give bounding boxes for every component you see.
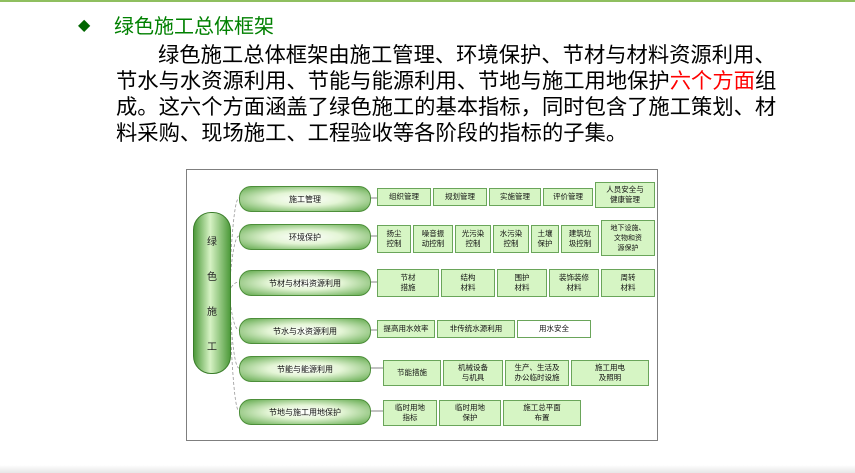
sub-item: 用水安全 [517, 320, 591, 338]
category-node: 节水与水资源利用 [239, 318, 371, 344]
heading-title: 绿色施工总体框架 [114, 13, 274, 38]
sub-item: 规划管理 [433, 188, 487, 206]
sub-item: 组织管理 [377, 188, 431, 206]
paragraph-highlight: 六个方面 [669, 69, 755, 94]
category-node: 环境保护 [239, 224, 371, 250]
sub-item: 扬尘 控制 [377, 225, 411, 253]
sub-item: 提高用水效率 [377, 320, 435, 338]
connector-line [228, 291, 240, 369]
sub-item: 施工用电 及照明 [571, 360, 649, 386]
root-char: 工 [207, 342, 217, 353]
sub-item: 实施管理 [489, 188, 541, 206]
sub-item: 评价管理 [543, 188, 593, 206]
root-char: 色 [207, 272, 217, 283]
connector-line [228, 291, 240, 412]
sub-item: 节材 措施 [377, 269, 439, 297]
category-node: 节材与材料资源利用 [239, 270, 371, 296]
sub-item: 临时用地 保护 [439, 400, 501, 426]
sub-item: 非传统水源利用 [437, 320, 515, 338]
sub-item: 建筑垃 圾控制 [561, 225, 599, 253]
sub-item: 地下设施、 文物和资 源保护 [601, 220, 655, 256]
section-heading: ◆ 绿色施工总体框架 [78, 10, 274, 38]
paragraph-part1: 绿色施工总体框架由施工管理、环境保护、节材与材料资源利用、节水与水资源利用、节能… [116, 43, 776, 94]
sub-item: 围护 材料 [497, 269, 547, 297]
sub-item: 生产、生活及 办公临时设施 [505, 360, 569, 386]
sub-item: 装饰装修 材料 [549, 269, 599, 297]
sub-item: 周转 材料 [601, 269, 655, 297]
root-char: 施 [207, 307, 217, 318]
sub-item: 施工总平面 布置 [503, 400, 581, 426]
intro-paragraph: 绿色施工总体框架由施工管理、环境保护、节材与材料资源利用、节水与水资源利用、节能… [116, 43, 796, 147]
sub-item: 光污染 控制 [455, 225, 491, 253]
sub-item: 噪音振 动控制 [413, 225, 453, 253]
root-node: 绿 色 施 工 [193, 212, 231, 374]
paragraph-part2: 组成。这六个方面涵盖了绿色施工的基本指标，同时包含了施工策划、材料采购、现场施工… [116, 69, 777, 146]
category-node: 节能与能源利用 [239, 356, 371, 382]
top-rule [0, 0, 855, 2]
framework-diagram: 绿 色 施 工 施工管理 环境保护 节材与材料资源利用 节水与水资源利用 节能与… [186, 169, 658, 441]
sub-item: 人员安全与 健康管理 [595, 182, 655, 208]
sub-item: 结构 材料 [441, 269, 495, 297]
sub-item: 临时用地 指标 [383, 400, 437, 426]
sub-item: 机械设备 与机具 [443, 360, 503, 386]
bottom-band [0, 465, 855, 473]
sub-item: 水污染 控制 [493, 225, 529, 253]
diamond-bullet-icon: ◆ [78, 14, 91, 34]
sub-item: 土壤 保护 [531, 225, 559, 253]
sub-item: 节能措施 [383, 360, 441, 386]
category-node: 施工管理 [239, 186, 371, 212]
root-char: 绿 [207, 237, 217, 248]
connector-line [228, 235, 240, 293]
category-node: 节地与施工用地保护 [239, 399, 371, 425]
